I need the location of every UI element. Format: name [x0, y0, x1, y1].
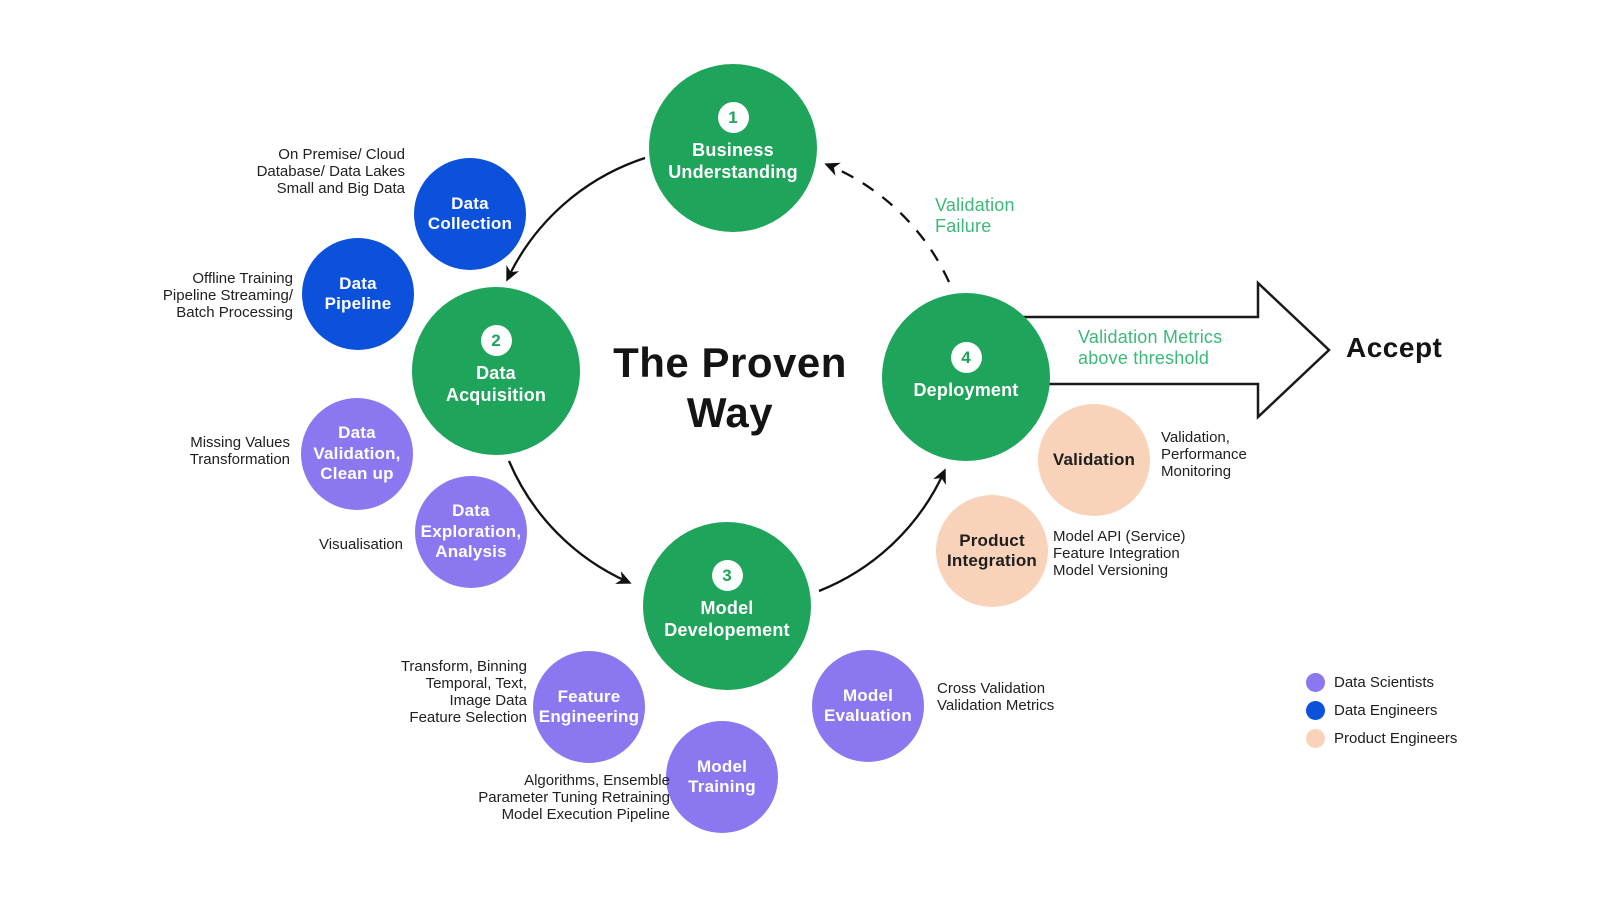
- satellite-data-collection: Data Collection: [414, 158, 526, 270]
- annotation-validation: Validation, Performance Monitoring: [1161, 429, 1247, 481]
- annotation-product-integration: Model API (Service) Feature Integration …: [1053, 528, 1186, 580]
- legend: Data Scientists Data Engineers Product E…: [1306, 668, 1457, 752]
- satellite-product-integration: Product Integration: [936, 495, 1048, 607]
- label-accept: Accept: [1346, 332, 1443, 363]
- satellite-label: Data Validation, Clean up: [313, 423, 401, 484]
- satellite-label: Data Pipeline: [324, 273, 392, 313]
- annotation-model-evaluation: Cross Validation Validation Metrics: [937, 680, 1055, 715]
- arrow-acquisition-to-development: [507, 460, 632, 584]
- arrow-development-to-deployment: [818, 468, 946, 593]
- satellite-validation: Validation: [1038, 404, 1150, 516]
- stage-data-acquisition: 2 Data Acquisition: [412, 287, 580, 455]
- legend-dot-peach: [1306, 728, 1325, 748]
- legend-item-data-engineers: Data Engineers: [1306, 696, 1457, 724]
- stage-deployment: 4 Deployment: [882, 293, 1050, 461]
- legend-dot-purple: [1306, 672, 1325, 692]
- legend-dot-blue: [1306, 700, 1325, 720]
- legend-label: Data Engineers: [1334, 701, 1438, 719]
- arrow-validation-failure-dashed: [824, 162, 951, 283]
- annotation-data-collection: On Premise/ Cloud Database/ Data Lakes S…: [256, 146, 405, 198]
- legend-label: Data Scientists: [1334, 673, 1435, 691]
- satellite-label: Product Integration: [946, 530, 1038, 570]
- satellite-data-pipeline: Data Pipeline: [302, 238, 414, 350]
- stage-label: Data Acquisition: [445, 363, 547, 405]
- stage-label: Deployment: [913, 380, 1019, 401]
- stage-label: Model Developement: [664, 598, 790, 640]
- annotation-data-validation: Missing Values Transformation: [189, 434, 290, 469]
- satellite-data-exploration: Data Exploration, Analysis: [415, 476, 527, 588]
- stage-number-badge: 1: [717, 102, 749, 134]
- satellite-model-training: Model Training: [666, 721, 778, 833]
- annotation-feature-engineering: Transform, Binning Temporal, Text, Image…: [400, 658, 527, 727]
- satellite-label: Feature Engineering: [538, 686, 640, 726]
- arrow-business-to-acquisition: [506, 156, 646, 282]
- label-validation-metrics: Validation Metrics above threshold: [1078, 327, 1223, 369]
- satellite-label: Model Evaluation: [824, 685, 912, 725]
- satellite-label: Validation: [1052, 449, 1136, 469]
- legend-item-data-scientists: Data Scientists: [1306, 668, 1457, 696]
- stage-number-badge: 3: [711, 560, 743, 592]
- label-validation-failure: Validation Failure: [935, 195, 1015, 237]
- diagram-title: The Proven Way: [613, 339, 847, 436]
- stage-label: Business Understanding: [668, 140, 798, 182]
- satellite-data-validation: Data Validation, Clean up: [301, 398, 413, 510]
- satellite-label: Model Training: [688, 756, 756, 796]
- stage-number-badge: 4: [950, 342, 982, 374]
- annotation-data-pipeline: Offline Training Pipeline Streaming/ Bat…: [162, 270, 293, 322]
- stage-business-understanding: 1 Business Understanding: [649, 64, 817, 232]
- stage-number-badge: 2: [480, 325, 512, 357]
- legend-label: Product Engineers: [1334, 729, 1458, 747]
- legend-item-product-engineers: Product Engineers: [1306, 724, 1457, 752]
- satellite-model-evaluation: Model Evaluation: [812, 650, 924, 762]
- stage-model-development: 3 Model Developement: [643, 522, 811, 690]
- annotation-model-training: Algorithms, Ensemble Parameter Tuning Re…: [478, 772, 670, 824]
- satellite-label: Data Collection: [427, 193, 513, 233]
- satellite-feature-engineering: Feature Engineering: [533, 651, 645, 763]
- annotation-data-exploration: Visualisation: [319, 536, 403, 553]
- satellite-label: Data Exploration, Analysis: [420, 501, 522, 562]
